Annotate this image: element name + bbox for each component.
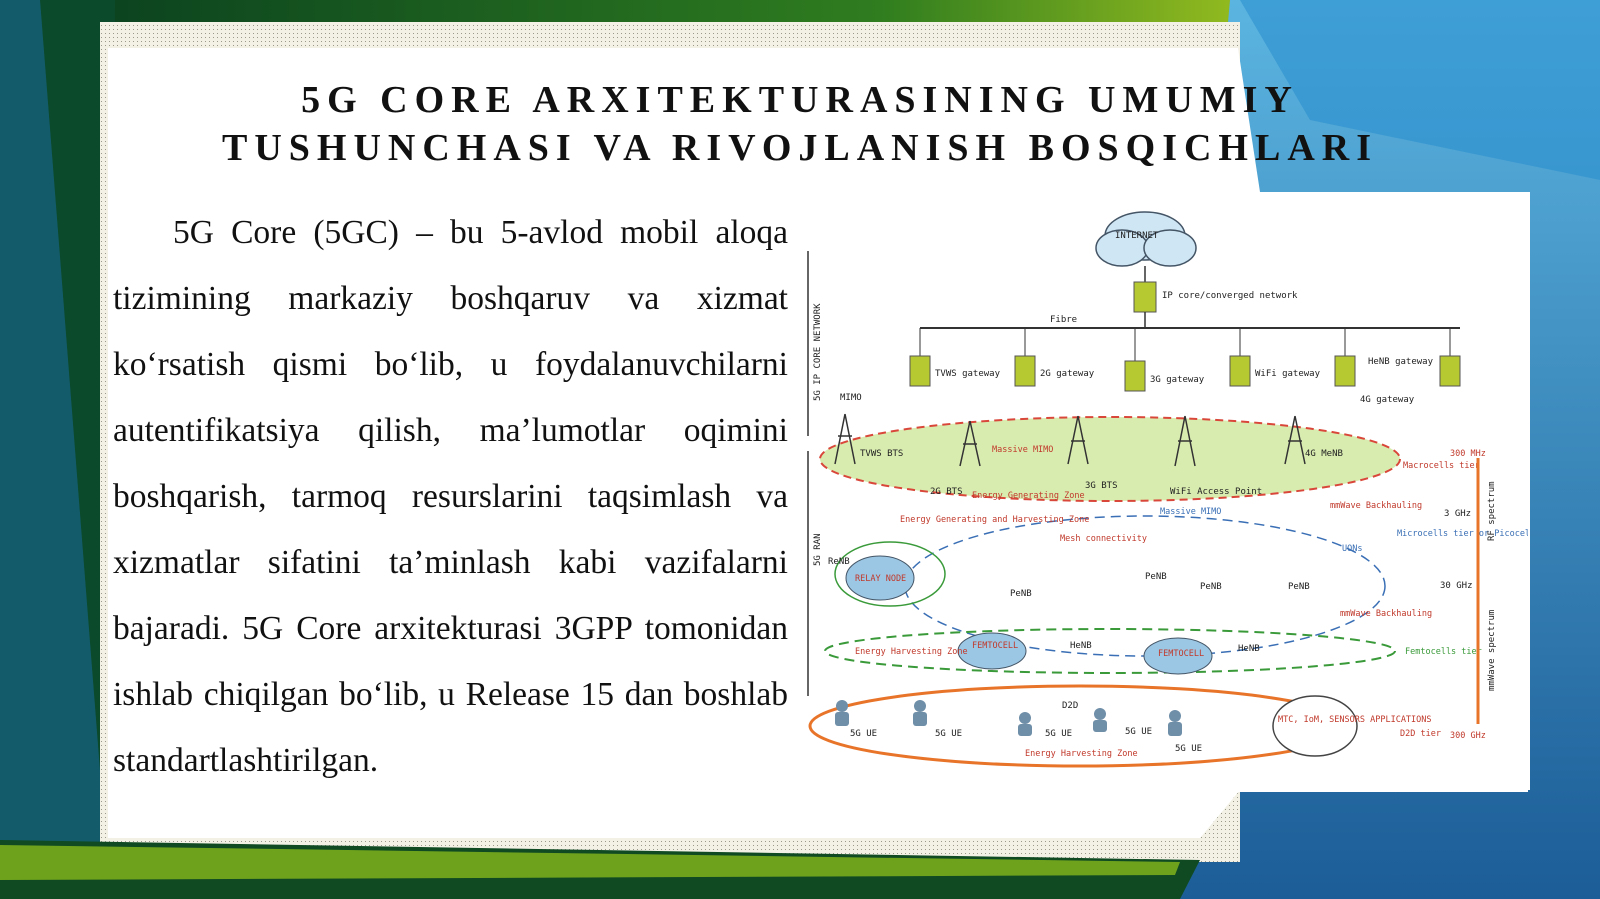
femtocell-cloud-2-icon [1143, 637, 1213, 675]
2g-gateway-icon [1014, 355, 1036, 387]
core-router-icon [1133, 281, 1157, 313]
gateway-label-2: 2G gateway [1040, 369, 1095, 379]
body-paragraph: 5G Core (5GC) – bu 5-avlod mobil aloqa t… [113, 214, 788, 779]
core-network-side-label: 5G IP CORE NETWORK [813, 303, 823, 401]
penb-label-3: PeNB [1200, 582, 1222, 592]
macro-zone-ellipse [819, 416, 1401, 502]
henb-label-1: HeNB [1070, 641, 1092, 651]
bts-label-2: 2G BTS [930, 487, 963, 497]
internet-cloud-icon [1095, 211, 1197, 267]
gateway-label-5: HeNB gateway [1368, 357, 1434, 367]
massive-mimo-label-2: Massive MIMO [1160, 507, 1221, 517]
macrocells-tier-label: Macrocells tier [1403, 461, 1480, 471]
femtocell-label-1: FEMTOCELL [972, 641, 1018, 651]
4g-gateway-icon [1439, 355, 1461, 387]
ghz30-label: 30 GHz [1440, 581, 1473, 591]
femtocells-tier-label: Femtocells tier [1405, 647, 1482, 657]
uons-label: UONs [1342, 544, 1362, 554]
title-line-2: TUSHUNCHASI VA RIVOJLANISH BOSQICHLARI [221, 127, 1378, 169]
mtc-label: MTC, IoM, SENSORS APPLICATIONS [1278, 715, 1432, 725]
slide-title: 5G CORE ARXITEKTURASINING UMUMIY TUSHUNC… [140, 76, 1460, 172]
energy-harvesting-label-2: Energy Harvesting Zone [1025, 749, 1138, 759]
title-line-1: 5G CORE ARXITEKTURASINING UMUMIY [301, 79, 1299, 121]
ue-label-1: 5G UE [850, 729, 877, 739]
internet-label: INTERNET [1115, 231, 1159, 241]
penb-label-2: PeNB [1145, 572, 1167, 582]
energy-harvesting-label-1: Energy Harvesting Zone [855, 647, 968, 657]
relay-node-label: RELAY NODE [855, 574, 906, 584]
ue-label-2: 5G UE [935, 729, 962, 739]
relay-zone [834, 541, 946, 607]
bts-label-1: TVWS BTS [860, 449, 903, 459]
mmwave-backhaul-label-2: mmWave Backhauling [1340, 609, 1432, 619]
penb-label-1: PeNB [1010, 589, 1032, 599]
gateway-label-1: TVWS gateway [935, 369, 1001, 379]
wifi-gateway-icon [1229, 355, 1251, 387]
femto-zone [824, 628, 1396, 674]
renb-label: ReNB [828, 557, 850, 567]
ip-core-label: IP core/converged network [1162, 291, 1298, 301]
mmwave-spectrum-label: mmWave spectrum [1487, 610, 1497, 691]
massive-mimo-label: Massive MIMO [992, 445, 1053, 455]
fibre-label: Fibre [1050, 315, 1077, 325]
relay-cloud-icon [845, 555, 915, 601]
ghz3-label: 3 GHz [1444, 509, 1471, 519]
d2d-label: D2D [1062, 701, 1078, 711]
d2d-tier-label: D2D tier [1400, 729, 1441, 739]
rf-spectrum-label: RF spectrum [1487, 481, 1497, 541]
3g-gateway-icon [1124, 360, 1146, 392]
mtc-cloud-icon [1272, 695, 1358, 757]
bts-label-4: WiFi Access Point [1170, 487, 1262, 497]
energy-gen-harv-label: Energy Generating and Harvesting Zone [900, 515, 1089, 525]
gateway-label-3: 3G gateway [1150, 375, 1205, 385]
ghz300-label: 300 GHz [1450, 731, 1486, 741]
gateway-label-6: 4G gateway [1360, 395, 1415, 405]
microcells-tier-label: Microcells tier or Picocells [1397, 529, 1528, 539]
mimo-label: MIMO [840, 393, 862, 403]
user-icons [835, 700, 1182, 736]
gateway-row: TVWS gateway 2G gateway 3G gateway WiFi … [909, 328, 1461, 405]
mmwave-backhaul-label-1: mmWave Backhauling [1330, 501, 1422, 511]
tvws-gateway-icon [909, 355, 931, 387]
penb-label-4: PeNB [1288, 582, 1310, 592]
ran-side-label: 5G RAN [813, 533, 823, 566]
bts-label-5: 4G MeNB [1305, 449, 1343, 459]
femtocell-label-2: FEMTOCELL [1158, 649, 1204, 659]
5g-network-diagram: INTERNET IP core/converged network Fibre… [800, 196, 1528, 792]
bts-label-3: 3G BTS [1085, 481, 1118, 491]
mesh-label: Mesh connectivity [1060, 534, 1147, 544]
henb-label-2: HeNB [1238, 644, 1260, 654]
ue-label-4: 5G UE [1125, 727, 1152, 737]
mhz300-label: 300 MHz [1450, 449, 1486, 459]
femtocell-cloud-1-icon [957, 632, 1027, 670]
ue-label-3: 5G UE [1045, 729, 1072, 739]
henb-gateway-icon [1334, 355, 1356, 387]
tower-icons [834, 413, 1306, 467]
energy-generating-zone-label: Energy Generating Zone [972, 491, 1085, 501]
ue-label-5: 5G UE [1175, 744, 1202, 754]
gateway-label-4: WiFi gateway [1255, 369, 1321, 379]
